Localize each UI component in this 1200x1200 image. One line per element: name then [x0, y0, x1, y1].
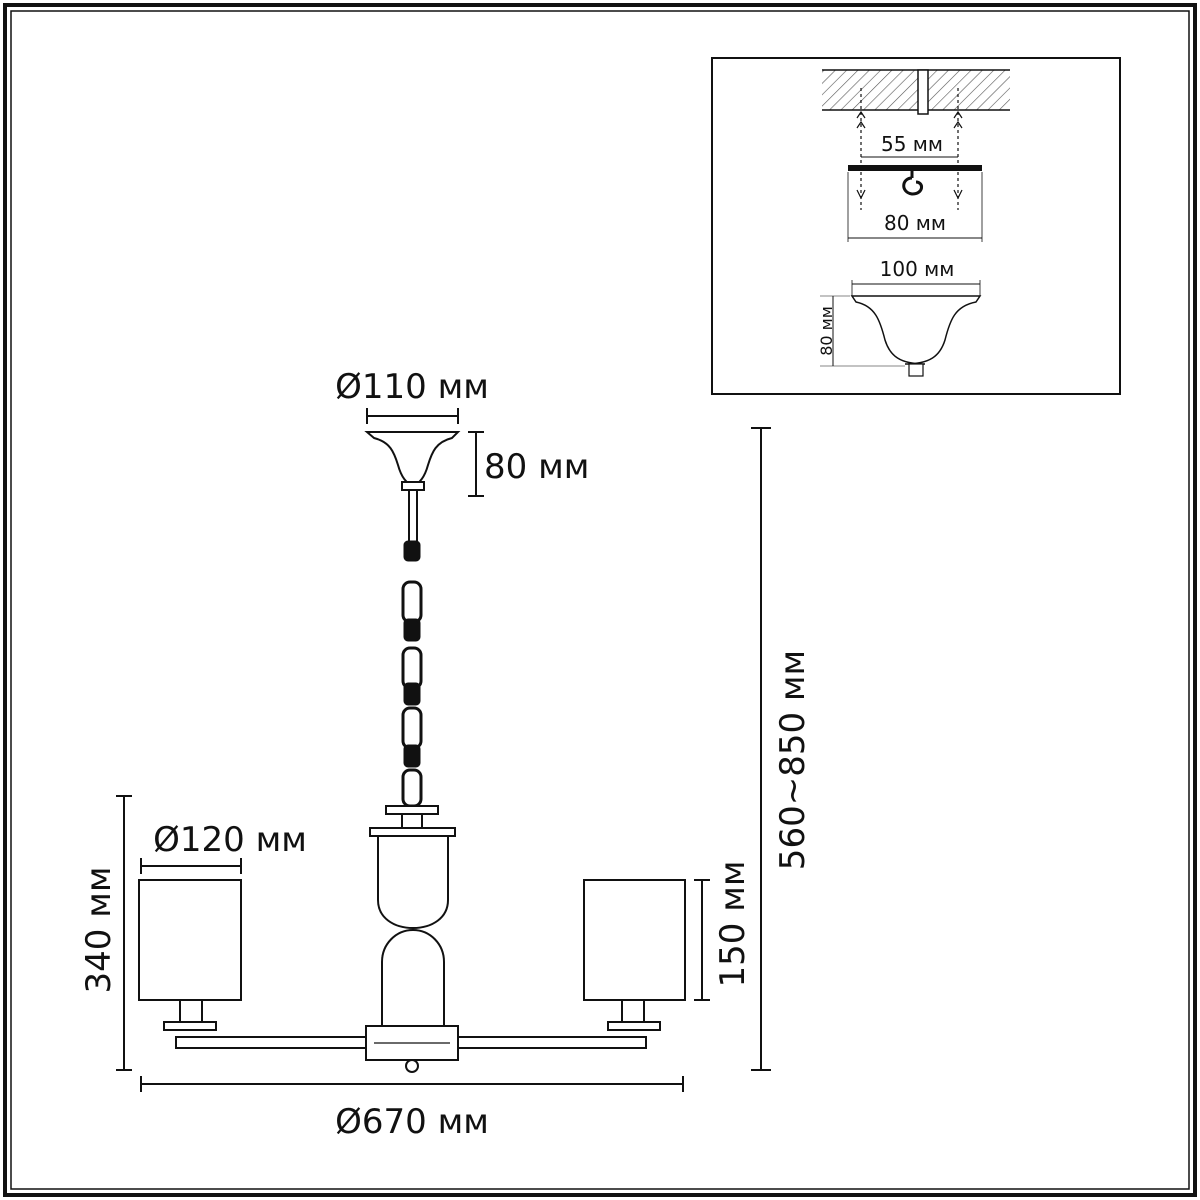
overall-diameter-label: Ø670 мм: [335, 1102, 489, 1142]
left-arm: [175, 1036, 367, 1049]
central-upper-glass: [377, 835, 449, 930]
canopy-width-label: 100 мм: [880, 257, 955, 281]
canopy-diameter-label: Ø110 мм: [335, 367, 489, 407]
inner-frame: [10, 10, 1190, 1190]
central-lower-glass: [381, 928, 445, 1027]
canopy: [364, 431, 461, 487]
chandelier: [138, 431, 686, 1073]
mounting-detail-inset: 55 мм 80 мм 100 мм 80 мм: [711, 57, 1121, 395]
canopy-height-label: 80 мм: [484, 447, 589, 487]
right-arm: [457, 1036, 647, 1049]
left-lamp: [138, 879, 242, 1031]
shade-diameter-label: Ø120 мм: [153, 820, 307, 860]
central-collar: [369, 827, 456, 837]
shade-height-label: 150 мм: [713, 860, 753, 987]
mounting-bracket: [848, 165, 982, 171]
canopy-height-detail-label: 80 мм: [817, 306, 836, 356]
bracket-length-label: 80 мм: [884, 211, 946, 235]
screw-spacing-label: 55 мм: [881, 132, 943, 156]
fixture-height-label: 340 мм: [79, 866, 119, 993]
right-screw: [953, 88, 963, 210]
hook-icon: [902, 171, 923, 196]
total-height-label: 560~850 мм: [773, 650, 813, 870]
left-screw: [856, 88, 866, 210]
right-shade: [583, 879, 686, 1001]
left-shade: [138, 879, 242, 1001]
ceiling-rod: [917, 69, 929, 115]
right-lamp: [583, 879, 686, 1031]
dimension-lines: [116, 408, 771, 1092]
ceiling-section: [822, 70, 1010, 110]
bottom-finial: [405, 1059, 419, 1073]
outer-frame: [3, 3, 1197, 1197]
chain: [401, 540, 423, 808]
canopy-detail: [850, 295, 982, 365]
